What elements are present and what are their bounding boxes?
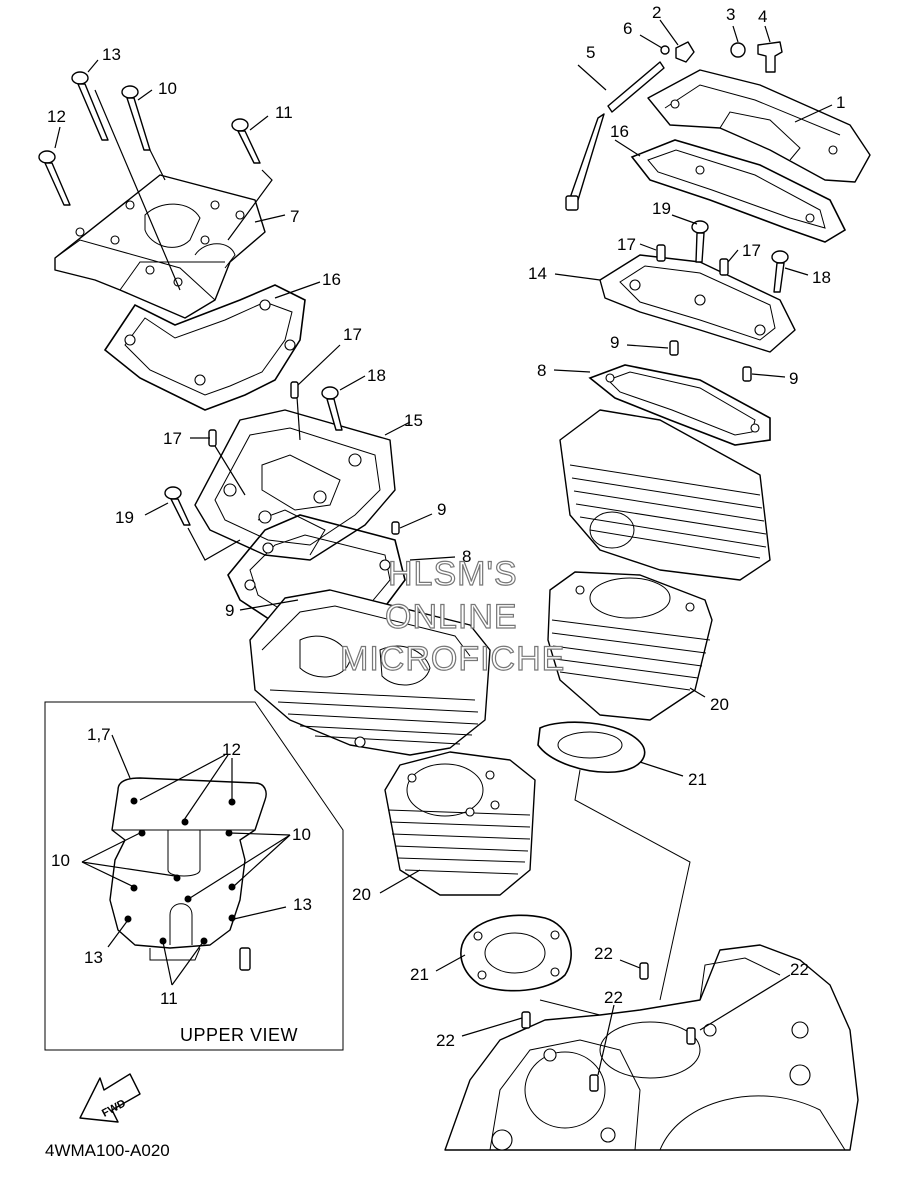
gasket-rocker-rear [588, 364, 771, 446]
inset-label-11: 11 [160, 989, 178, 1008]
label-22-a: 22 [594, 944, 613, 963]
leader-lines [54, 19, 833, 1076]
dowel-pin-17-left-b [208, 429, 217, 447]
bolt-12 [38, 150, 71, 206]
label-17-right-a: 17 [617, 235, 636, 254]
label-14: 14 [528, 264, 547, 283]
bolt-18-right [771, 250, 789, 293]
dowel-pin-17-right-a [656, 244, 666, 262]
label-2: 2 [652, 3, 661, 22]
fitting-2 [675, 41, 695, 63]
dowel-pin-17-right-b [719, 258, 729, 276]
label-11: 11 [275, 103, 293, 122]
label-9-left-a: 9 [437, 500, 446, 519]
fitting-4 [757, 41, 783, 73]
label-13: 13 [102, 45, 121, 64]
label-10: 10 [158, 79, 177, 98]
inset-title: UPPER VIEW [180, 1025, 298, 1045]
dowel-pin-22-a [639, 962, 649, 980]
rocker-support-rear [599, 254, 796, 353]
bolt-18-left [321, 386, 343, 431]
label-18-right: 18 [812, 268, 831, 287]
label-22-d: 22 [436, 1031, 455, 1050]
forward-arrow-icon: FWD [79, 1073, 141, 1123]
dowel-pin-9-right-b [742, 366, 752, 382]
bolt-19-left [164, 486, 191, 526]
dowel-pin-22-c [521, 1011, 531, 1029]
label-21-left: 21 [410, 965, 429, 984]
label-8-left: 8 [462, 547, 471, 566]
gasket-head-cover-rear [630, 139, 847, 243]
upper-view-inset: 1,7 12 10 10 13 13 11 UPPER VIEW [44, 701, 344, 1051]
inset-label-13-right: 13 [293, 895, 312, 914]
dowel-pin-22-d [589, 1074, 599, 1092]
bolt-19-right [691, 220, 709, 263]
label-17-left-a: 17 [343, 325, 362, 344]
base-gasket-rear [537, 721, 646, 773]
bolt-11 [231, 118, 261, 164]
label-8-right: 8 [537, 361, 546, 380]
label-15: 15 [404, 411, 423, 430]
cylinder-rear [547, 571, 713, 721]
label-9-left-b: 9 [225, 601, 234, 620]
label-4: 4 [758, 7, 767, 26]
watermark-line-2: ONLINE [385, 598, 518, 636]
label-17-right-b: 17 [742, 241, 761, 260]
bolt-10 [121, 85, 151, 151]
label-3: 3 [726, 5, 735, 24]
label-21-right: 21 [688, 770, 707, 789]
dowel-pin-22-b [686, 1027, 696, 1045]
rocker-support-front [194, 409, 396, 561]
label-20-left: 20 [352, 885, 371, 904]
dowel-pin-17-left-a [290, 381, 299, 399]
breather-hose [565, 61, 665, 211]
cylinder-head-rear [559, 409, 771, 581]
label-9-right-a: 9 [610, 333, 619, 352]
inset-label-12: 12 [222, 740, 241, 759]
label-6: 6 [623, 19, 632, 38]
label-19-left: 19 [115, 508, 134, 527]
gasket-head-cover-front [103, 284, 306, 411]
label-16-right: 16 [610, 122, 629, 141]
label-1: 1 [836, 93, 845, 112]
cylinder-front [384, 751, 536, 896]
label-17-left-b: 17 [163, 429, 182, 448]
inset-label-13-left: 13 [84, 948, 103, 967]
label-9-right-b: 9 [789, 369, 798, 388]
bolt-13 [71, 71, 109, 141]
label-18-left: 18 [367, 366, 386, 385]
dowel-pin-9-left-a [391, 521, 400, 535]
part-number-labels: 13 10 12 11 7 16 17 18 15 17 19 9 8 9 2 … [47, 3, 845, 1050]
inset-label-1-7: 1,7 [87, 725, 111, 744]
dowel-pin-9-right-a [669, 340, 679, 356]
head-cover-front [54, 174, 266, 319]
clamp-3 [730, 42, 746, 58]
diagram-code: 4WMA100-A020 [45, 1141, 170, 1160]
watermark: HLSM'S ONLINE MICROFICHE [339, 554, 565, 678]
inset-label-10-right: 10 [292, 825, 311, 844]
label-20-right: 20 [710, 695, 729, 714]
cylinder-head-front [249, 589, 491, 756]
label-16-left: 16 [322, 270, 341, 289]
base-gasket-front [460, 914, 572, 992]
label-22-c: 22 [604, 988, 623, 1007]
label-7: 7 [290, 207, 299, 226]
o-ring-6 [660, 45, 670, 55]
label-19-right: 19 [652, 199, 671, 218]
label-5: 5 [586, 43, 595, 62]
watermark-line-3: MICROFICHE [340, 640, 565, 678]
label-12: 12 [47, 107, 66, 126]
inset-label-10-left: 10 [51, 851, 70, 870]
head-cover-rear [647, 69, 871, 183]
label-22-b: 22 [790, 960, 809, 979]
watermark-line-1: HLSM'S [388, 555, 518, 593]
